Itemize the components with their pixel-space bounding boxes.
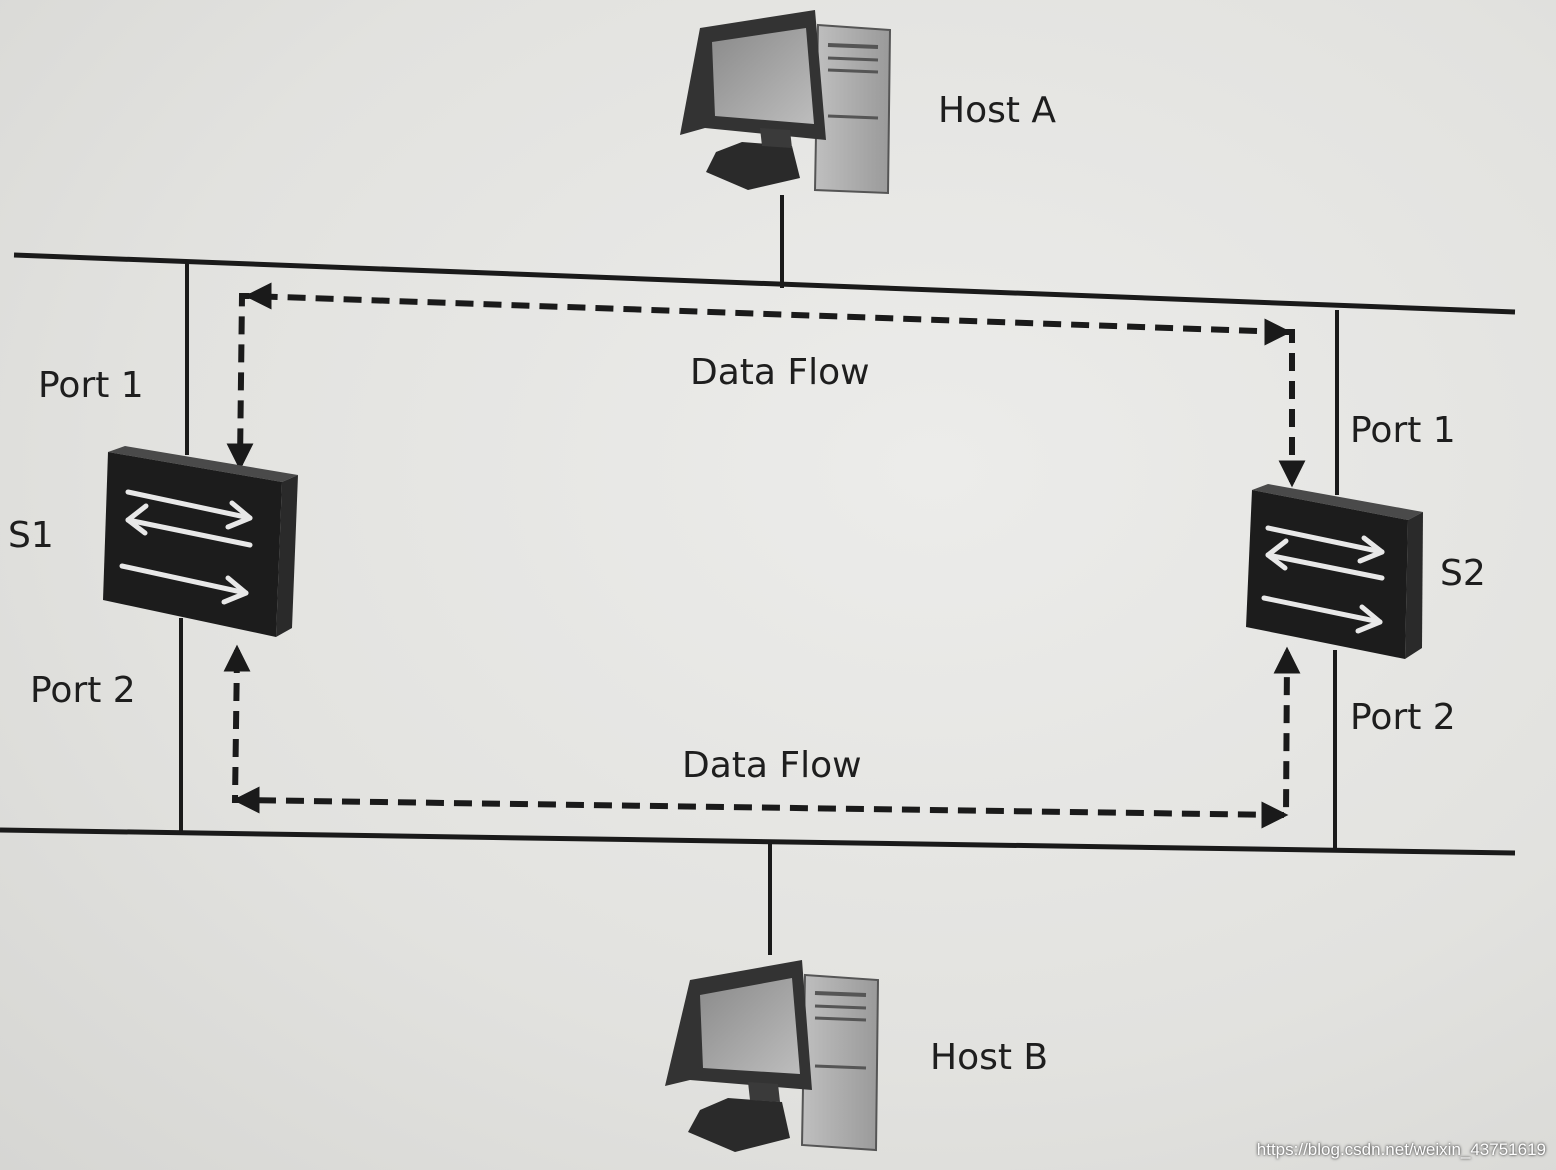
s1-port1-label: Port 1 — [38, 365, 144, 406]
switch-s1-icon — [103, 446, 298, 637]
s2-port1-label: Port 1 — [1350, 410, 1456, 451]
s2-port2-label: Port 2 — [1350, 697, 1456, 738]
bottom-lan-segment — [0, 827, 1516, 856]
switch-s2-icon — [1246, 484, 1423, 659]
s1-port2-label: Port 2 — [30, 670, 136, 711]
s2-label: S2 — [1440, 553, 1486, 594]
watermark-url: https://blog.csdn.net/weixin_43751619 — [1256, 1140, 1546, 1159]
host-a-label: Host A — [938, 90, 1057, 131]
host-b-computer-icon — [665, 960, 880, 1152]
top-lan-segment — [13, 252, 1516, 315]
host-a-computer-icon — [680, 10, 892, 195]
s1-label: S1 — [8, 515, 54, 556]
bottom-data-flow-label: Data Flow — [682, 745, 862, 786]
host-b-label: Host B — [930, 1037, 1049, 1078]
top-data-flow-label: Data Flow — [690, 352, 870, 393]
bottom-data-flow-arrow — [231, 654, 1290, 818]
